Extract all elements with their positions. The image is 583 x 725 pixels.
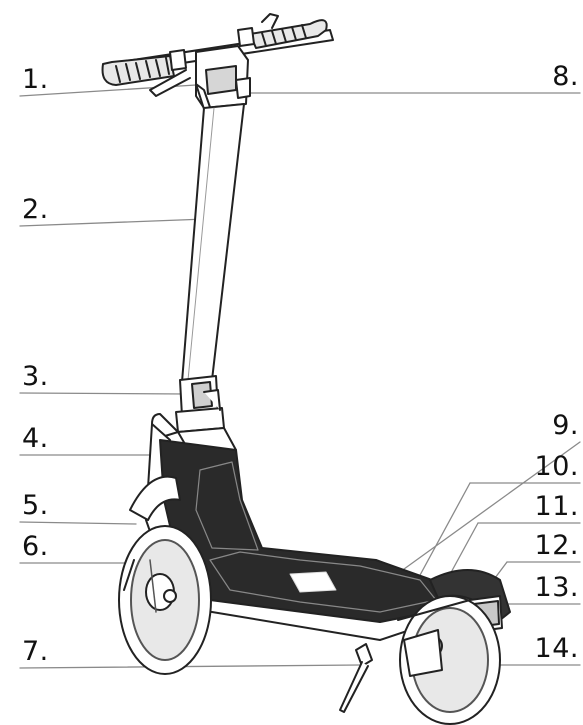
callout-number-9: 9. (552, 410, 579, 441)
callout-number-12: 12. (534, 530, 579, 561)
leader-line-3 (19, 392, 187, 395)
folding-mechanism (175, 375, 225, 433)
callout-number-1: 1. (22, 64, 49, 95)
front-wheel (118, 525, 212, 675)
leader-line-11b (447, 522, 479, 579)
leader-lines (19, 84, 581, 669)
leader-line-2 (19, 218, 207, 227)
callout-number-10: 10. (534, 451, 579, 482)
callout-number-6: 6. (22, 531, 49, 562)
callout-number-13: 13. (534, 572, 579, 603)
front-fender (129, 475, 181, 521)
rear-wheel (397, 595, 501, 725)
callout-number-3: 3. (22, 361, 49, 392)
callout-number-11: 11. (534, 491, 579, 522)
callout-number-14: 14. (534, 633, 579, 664)
callout-number-2: 2. (22, 194, 49, 225)
stem-tube (181, 103, 245, 383)
leader-line-7 (19, 664, 361, 669)
stem-head (195, 45, 251, 135)
callout-number-8: 8. (552, 61, 579, 92)
leader-line-5 (19, 521, 137, 525)
callout-number-7: 7. (22, 636, 49, 667)
callout-number-4: 4. (22, 423, 49, 454)
kickstand (339, 643, 373, 713)
callout-number-5: 5. (22, 490, 49, 521)
handlebar (101, 13, 334, 97)
